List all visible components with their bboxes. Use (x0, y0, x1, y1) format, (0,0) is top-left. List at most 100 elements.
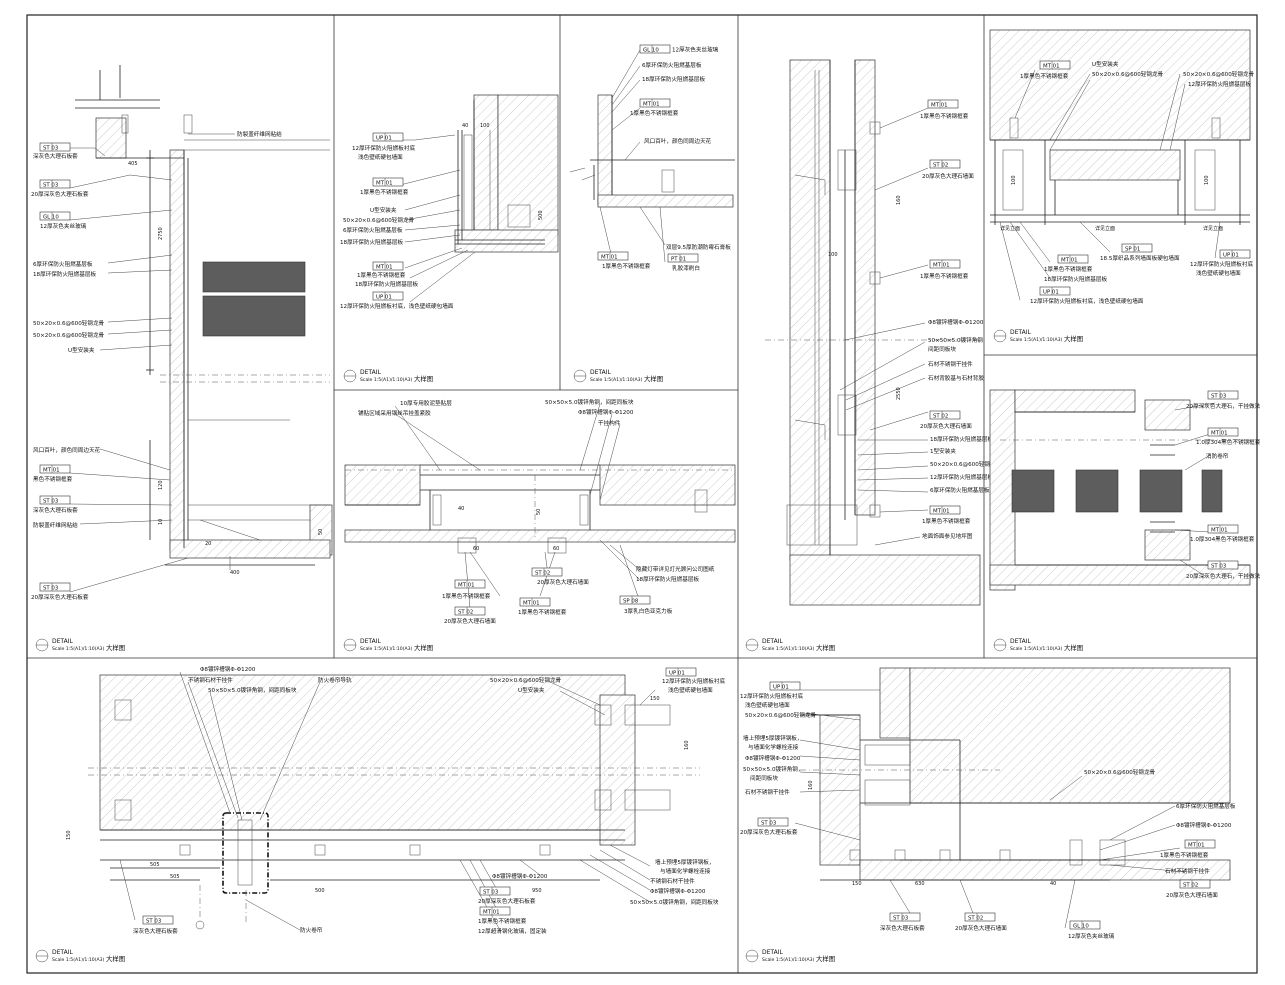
label-p9-b: 不锈钢石材干挂件 (188, 676, 233, 684)
tag-pt01: PT 01 (671, 257, 686, 263)
tag-gl10-a: GL 10 (43, 215, 59, 221)
label-p10-i: 6厚环保防火阻燃基层板 (1176, 802, 1236, 810)
panel-dividers (27, 15, 1257, 973)
label-p10-m: 20厚灰色大理石墙面 (1166, 891, 1218, 899)
label-heise1-d: 1厚黑色不锈钢框套 (602, 262, 651, 270)
title-block-panel-1: DETAIL Scale 1:5(A1)/1:10(A3) 大样图 (35, 638, 125, 652)
svg-text:大样图: 大样图 (1064, 643, 1083, 652)
label-jiceng18-c: 18厚环保防火阻燃基层板 (355, 280, 418, 288)
tag-mt01-c: MT 01 (376, 265, 393, 271)
label-jiceng18-a: 18厚环保防火阻燃基层板 (33, 270, 96, 278)
label-p10-c2: 与墙面化学螺栓连接 (748, 743, 799, 751)
label-p2-tail: 12厚环保防火阻燃板衬底，浅色壁纸硬包墙面 (340, 302, 454, 310)
label-p9-c: 50×50×5.0镀锌角钢，间距同板块 (208, 686, 297, 694)
dim-500-p9: 500 (315, 888, 325, 894)
panel-10-corner-section: 150 630 40 160 UP 01 12厚环保防火阻燃板衬底 浅色壁纸硬包… (740, 667, 1236, 940)
dim-120: 120 (158, 480, 164, 490)
dim-2750: 2750 (158, 227, 164, 240)
label-p9-p: 深灰色大理石板套 (133, 927, 178, 935)
label-hui20-d: 20厚灰色大理石墙面 (444, 617, 496, 625)
label-jiceng18-e: 18厚环保防火阻燃基层板 (930, 435, 993, 443)
label-p9-f: U型安装夹 (518, 686, 545, 694)
tag-st03-i: ST 03 (761, 821, 776, 827)
label-boli12-a: 12厚灰色夹丝玻璃 (40, 222, 87, 230)
tag-st02-e: ST 02 (1183, 883, 1198, 889)
dim-160-p10: 160 (808, 780, 814, 790)
tag-up01-e: UP 01 (669, 671, 685, 677)
label-jiceng18-b: 18厚环保防火阻燃基层板 (340, 238, 403, 246)
label-p10-a2: 浅色壁纸硬包墙面 (745, 701, 790, 709)
svg-text:Scale 1:5(A1)/1:10(A3): Scale 1:5(A1)/1:10(A3) (762, 646, 815, 652)
panel-2-corner-detail: 100 40 500 UP 01 12厚环保防火阻燃板衬底 浅色壁纸硬包墙面 M… (340, 94, 559, 310)
sheet-border (26, 14, 1258, 974)
label-heise-a: 黑色不锈钢框套 (33, 475, 73, 483)
dim-100-p4: 100 (828, 252, 838, 258)
label-p9-h1: 墙上预埋5厚镀锌钢板， (655, 858, 715, 866)
label-p5-b: 铺贴区域采用钢丝吊挂盖紧胶 (358, 409, 431, 417)
tag-st03-a: ST 03 (43, 146, 58, 152)
label-p6-d: 石材背胶基与石材背胶 (928, 374, 984, 382)
label-p6-f: 50×20×0.6@600轻钢龙骨 (930, 460, 1002, 468)
label-heise1-e: 1厚黑色不锈钢框套 (920, 112, 969, 120)
label-rujiao: 乳胶漆刷白 (672, 264, 700, 272)
label-p10-p: 12厚灰色夹丝玻璃 (1068, 932, 1115, 940)
svg-text:DETAIL: DETAIL (762, 638, 783, 645)
label-fengkou-b: 风口百叶，颜色同周边天花 (644, 137, 712, 145)
panel-1-dark-block-bottom (202, 295, 306, 337)
svg-text:DETAIL: DETAIL (360, 638, 381, 645)
tag-mt01-b: MT 01 (376, 181, 393, 187)
tag-sp08: SP 08 (623, 599, 639, 605)
title-block-panel-10: DETAIL Scale 1:5(A1)/1:10(A3) 大样图 (745, 949, 835, 963)
tag-mt01-h: MT 01 (933, 509, 950, 515)
label-p9-h2: 与墙面化学螺栓连接 (660, 867, 711, 875)
label-p7-e: 12厚环保防火阻燃板衬底，浅色壁纸硬包墙面 (1030, 297, 1144, 305)
dim-505-a: 505 (150, 862, 160, 868)
label-p7-b: 12厚环保防火阻燃基层板 (1188, 80, 1251, 88)
svg-text:大样图: 大样图 (816, 643, 835, 652)
label-hui20-b: 20厚灰色大理石墙面 (920, 422, 972, 430)
label-heise1-g: 1厚黑色不锈钢框套 (922, 517, 971, 525)
label-p10-b: 50×20×0.6@600轻钢龙骨 (745, 711, 817, 719)
label-p8-c: 消防卷帘 (1206, 452, 1229, 460)
tag-st03-c: ST 03 (43, 499, 58, 505)
label-p9-j: Φ8镀锌槽钢Φ-Φ1200 (650, 887, 706, 895)
dim-150-p10: 150 (852, 881, 862, 887)
tag-mt01-i: MT 01 (458, 583, 475, 589)
label-hui20-a: 20厚灰色大理石墙面 (922, 172, 974, 180)
dim-150-p9: 150 (66, 830, 72, 840)
fire-shutter-box (222, 812, 269, 894)
svg-text:Scale 1:5(A1)/1:10(A3): Scale 1:5(A1)/1:10(A3) (52, 646, 105, 652)
tag-st03-d: ST 03 (43, 586, 58, 592)
shutter-block-2 (1075, 469, 1119, 513)
panel-9-long-section: 505 505 500 950 150 150 160 Φ8镀锌槽钢Φ-Φ120… (66, 665, 725, 935)
label-jiceng6-b: 6厚环保防火阻燃基层板 (343, 226, 403, 234)
label-p9-g1: 12厚环保防火阻燃板衬底 (662, 677, 725, 685)
title-block-panel-4: DETAIL Scale 1:5(A1)/1:10(A3) 大样图 (745, 638, 835, 652)
label-heise1-c: 1厚黑色不锈钢框套 (630, 109, 679, 117)
svg-text:DETAIL: DETAIL (1010, 638, 1031, 645)
label-jiceng18-f: 18厚环保防火阻燃基层板 (636, 575, 699, 583)
label-p9-l: Φ8镀锌槽钢Φ-Φ1200 (492, 872, 548, 880)
label-hui20-c: 20厚灰色大理石墙面 (537, 578, 589, 586)
tag-st02-d: ST 02 (458, 610, 473, 616)
label-p5-h: 3厚乳白色亚克力板 (624, 607, 673, 615)
tag-mt01-d: MT 01 (643, 102, 660, 108)
tag-mt01-n: MT 01 (1211, 528, 1228, 534)
shutter-block-1 (1011, 469, 1055, 513)
label-jiceng6-d: 6厚环保防火阻燃基层板 (930, 486, 990, 494)
svg-text:Scale 1:5(A1)/1:10(A3): Scale 1:5(A1)/1:10(A3) (1010, 646, 1063, 652)
label-heise1-f: 1厚黑色不锈钢框套 (920, 272, 969, 280)
label-aojia-c: U型安装夹 (1092, 60, 1119, 68)
label-p9-a: Φ8镀锌槽钢Φ-Φ1200 (200, 665, 256, 673)
tag-up01-a: UP 01 (376, 136, 392, 142)
label-p2-qianse: 浅色壁纸硬包墙面 (358, 153, 403, 161)
label-p10-o: 20厚灰色大理石墙面 (955, 924, 1007, 932)
panel-1-dark-block-top (202, 261, 306, 293)
svg-text:大样图: 大样图 (106, 954, 125, 963)
dim-160-p9: 160 (684, 740, 690, 750)
dim-630: 630 (915, 881, 925, 887)
label-p8-a2: 20厚深灰色大理石，干挂做法 (1186, 572, 1261, 580)
panel-1-wall-section: 405 2750 400 120 20 10 50 防裂盖纤维网粘结 ST 03… (31, 65, 333, 601)
tag-st03-g: ST 03 (483, 890, 498, 896)
label-boli12-b: 12厚灰色夹丝玻璃 (672, 46, 719, 54)
